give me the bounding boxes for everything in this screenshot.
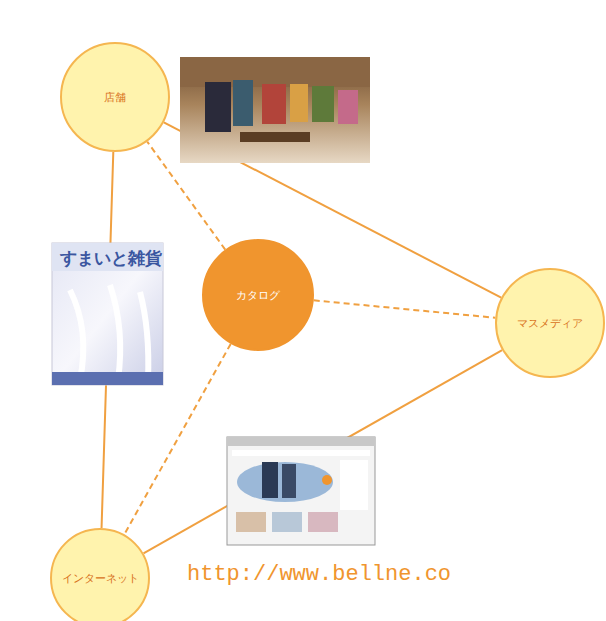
shop-photo-ground [180,57,370,163]
catalog-footer [52,372,163,385]
catalog-title: すまいと雑貨 [60,247,162,270]
site-sidebar [340,460,368,510]
clothes-rack [290,84,308,122]
website-screenshot [227,437,375,545]
site-dot [322,475,332,485]
channel-circle: インターネット [50,528,150,621]
browser-window [227,437,375,545]
site-thumb [308,512,338,532]
channel-circle: マスメディア [495,268,605,378]
browser-bar [227,437,375,446]
hub-circle: カタログ [202,239,314,351]
clothes-rack [262,84,286,124]
curtain-folds [70,285,148,380]
solid-connector [144,350,503,553]
node-label: カタログ [236,288,280,303]
site-figure [282,464,296,498]
node-label: 店舗 [104,90,126,105]
node-label: マスメディア [517,316,583,331]
site-thumb [236,512,266,532]
clothes-rack [338,90,358,124]
dashed-connector [314,300,496,317]
catalog-cover-ground [52,243,163,385]
shop-photo [180,57,370,163]
clothes-rack [233,80,253,126]
channel-circle: 店舗 [60,42,170,152]
site-thumb [272,512,302,532]
shop-table [240,132,310,142]
node-label: インターネット [62,571,139,586]
clothes-rack [312,86,334,122]
url-label: http://www.bellne.co [187,562,451,587]
clothes-rack [205,82,231,132]
catalog-cover [52,243,163,385]
site-figure [262,462,278,498]
site-banner [237,462,333,502]
site-header [232,450,370,456]
catalog-cover-band [52,243,163,271]
